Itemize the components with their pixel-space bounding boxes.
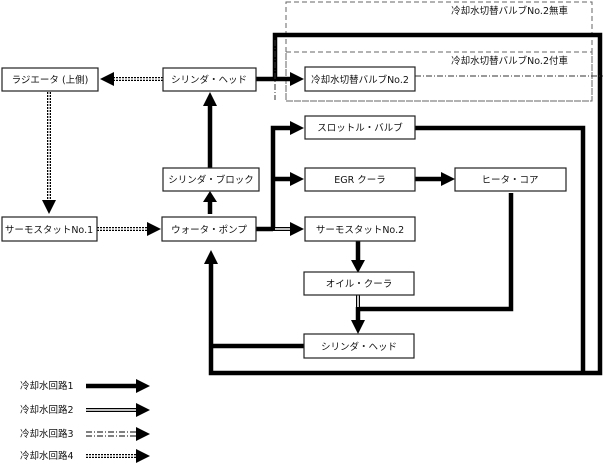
node-thermostat-2: サーモスタットNo.2 [304, 216, 416, 242]
legend-arrow-circuit-1 [136, 379, 150, 393]
node-cylinder-head-bottom-label: シリンダ・ヘッド [321, 341, 397, 353]
c1-to-throttle [270, 125, 292, 231]
c4-arrow-thermo1 [42, 200, 56, 214]
node-oil-cooler-label: オイル・クーラ [326, 279, 393, 290]
node-heater-core-label: ヒータ・コア [481, 175, 538, 186]
legend-item-circuit-4: 冷却水回路4 [20, 449, 150, 463]
c1-arrow-head-bottom [351, 320, 365, 334]
c1-arrow-oil [351, 260, 365, 273]
legend-item-circuit-1: 冷却水回路1 [20, 379, 150, 393]
c1-arrow-valve [290, 72, 304, 86]
node-thermostat-1: サーモスタットNo.1 [1, 216, 98, 242]
legend-label-circuit-1: 冷却水回路1 [20, 380, 74, 392]
legend-arrow-circuit-3 [136, 427, 150, 441]
c1-arrow-block [203, 191, 217, 202]
c4-arrow-radiator [100, 72, 114, 86]
node-throttle-valve: スロットル・バルブ [304, 115, 416, 140]
zone-without-valve-label: 冷却水切替バルブNo.2無車 [451, 5, 568, 17]
legend-label-circuit-3: 冷却水回路3 [20, 428, 74, 440]
c1-heater-return [358, 193, 514, 312]
c1-arrow-head [203, 92, 217, 106]
node-water-pump: ウォータ・ポンプ [161, 216, 257, 242]
node-throttle-valve-label: スロットル・バルブ [317, 122, 403, 134]
legend-arrow-circuit-4 [136, 449, 150, 463]
c4-arrow-pump [147, 222, 161, 236]
node-cylinder-head-bottom: シリンダ・ヘッド [303, 333, 415, 359]
legend-item-circuit-3: 冷却水回路3 [20, 427, 150, 441]
node-thermostat-2-label: サーモスタットNo.2 [316, 225, 404, 236]
c1-arrow-pump-bottom [204, 250, 218, 264]
node-cylinder-block: シリンダ・ブロック [162, 167, 260, 192]
node-egr-cooler: EGR クーラ [304, 167, 416, 192]
c1-arrow-egr [290, 172, 304, 186]
circuit-3-lines [274, 40, 603, 100]
node-water-pump-label: ウォータ・ポンプ [171, 225, 247, 236]
node-radiator-upper-label: ラジエータ (上側) [12, 74, 89, 86]
legend-arrow-circuit-2 [136, 403, 150, 417]
node-radiator-upper: ラジエータ (上側) [1, 67, 99, 92]
legend-label-circuit-2: 冷却水回路2 [20, 404, 74, 416]
node-oil-cooler: オイル・クーラ [303, 271, 415, 296]
zone-with-valve-label: 冷却水切替バルブNo.2付車 [451, 55, 568, 67]
node-egr-cooler-label: EGR クーラ [334, 175, 386, 186]
node-cylinder-head-top-label: シリンダ・ヘッド [171, 74, 247, 86]
node-thermostat-1-label: サーモスタットNo.1 [5, 225, 93, 236]
node-cylinder-block-label: シリンダ・ブロック [168, 174, 254, 186]
c1-arrow-throttle [290, 121, 304, 135]
legend: 冷却水回路1 冷却水回路2 冷却水回路3 冷却水回路4 [20, 379, 150, 463]
c2-arrow-thermo2 [290, 222, 304, 236]
node-coolant-switch-valve: 冷却水切替バルブNo.2 [304, 66, 416, 92]
c1-throttle-return [415, 125, 586, 373]
node-coolant-switch-valve-label: 冷却水切替バルブNo.2 [311, 74, 409, 86]
circuit-4-lines [42, 72, 163, 236]
legend-label-circuit-4: 冷却水回路4 [20, 450, 74, 462]
node-cylinder-head-top: シリンダ・ヘッド [162, 67, 257, 92]
node-heater-core: ヒータ・コア [454, 167, 567, 192]
legend-item-circuit-2: 冷却水回路2 [20, 403, 150, 417]
c1-arrow-heater [441, 172, 455, 186]
